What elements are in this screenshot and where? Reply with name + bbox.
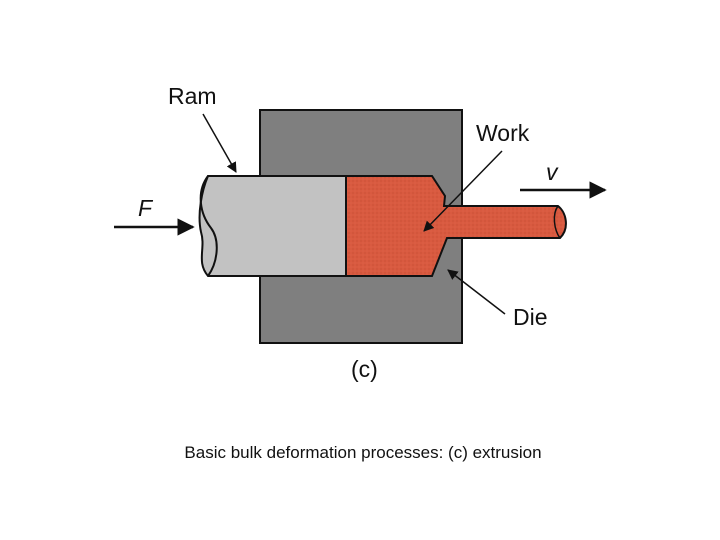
velocity-label: v [546,159,559,185]
ram-cylinder [198,175,347,277]
figure-caption: Basic bulk deformation processes: (c) ex… [184,443,542,462]
ram-label: Ram [168,83,217,109]
force-label: F [138,195,154,221]
die-leader-arrow [447,269,506,315]
ram-break-line [199,175,218,277]
ram-leader-arrow [202,113,237,173]
work-billet [345,175,567,277]
work-label: Work [476,120,530,146]
die-label: Die [513,304,548,330]
panel-label: (c) [351,356,378,382]
work-leader-arrow [423,150,503,232]
rod-end-break [553,205,561,239]
